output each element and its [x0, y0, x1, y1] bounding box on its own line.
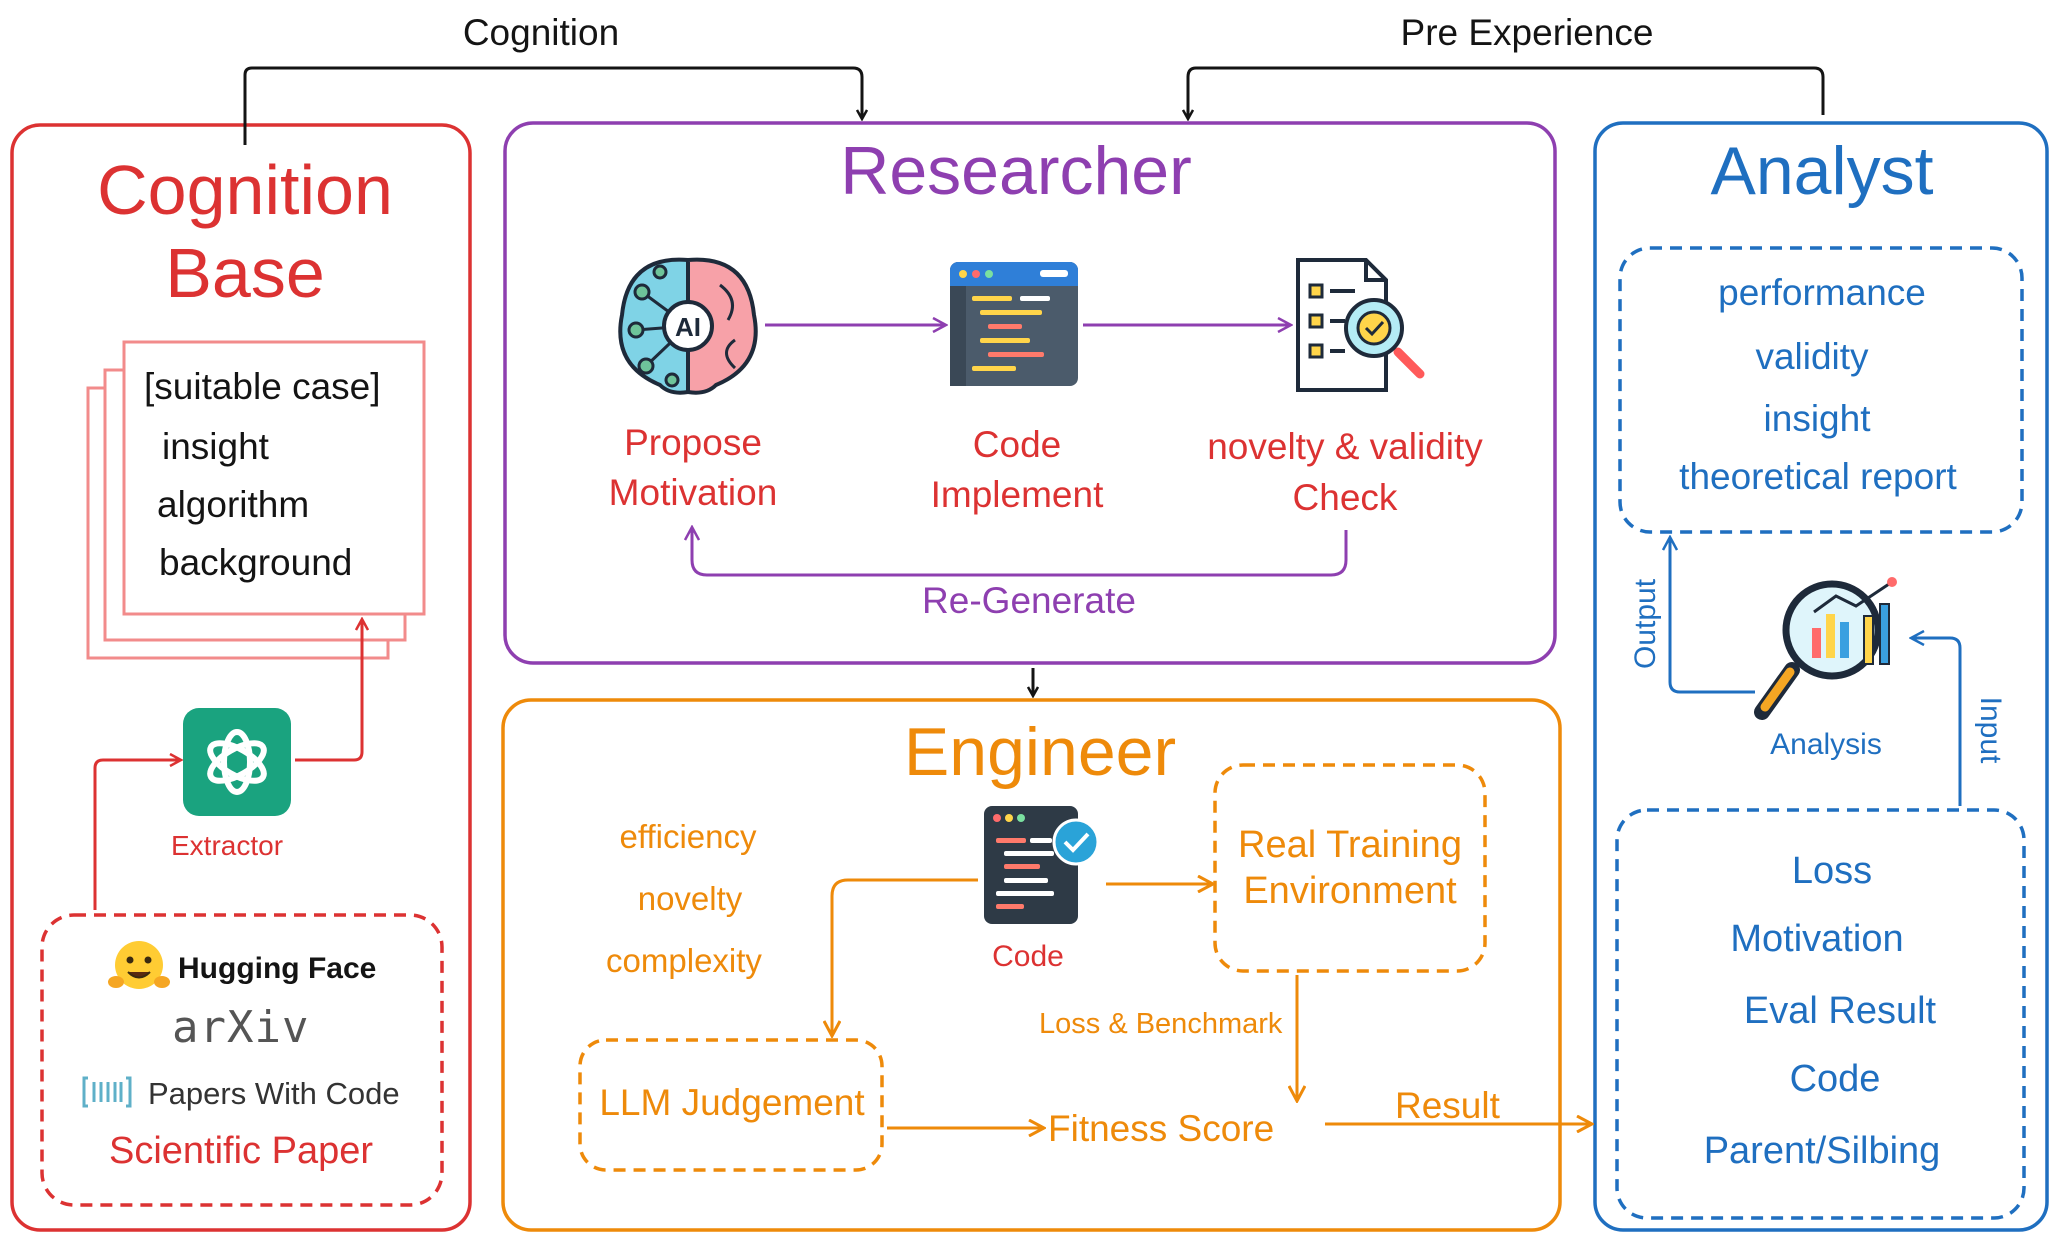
- analyst-output-box: [1618, 246, 2024, 534]
- engineer-code-label: Code: [992, 940, 1064, 973]
- llm-judgement-box: [578, 1038, 884, 1172]
- real-training-environment-line2: Environment: [1243, 870, 1457, 912]
- output-theoretical-report: theoretical report: [1679, 456, 1957, 497]
- hugging-face-icon: [108, 941, 170, 989]
- pre-experience-arrow-label: Pre Experience: [1400, 12, 1654, 53]
- cognition-base-panel: [10, 123, 472, 1232]
- input-parent-sibling: Parent/Silbing: [1703, 1130, 1941, 1172]
- code-implement-line1: Code: [972, 424, 1062, 465]
- researcher-title: Researcher: [840, 133, 1192, 209]
- cognition-arrow-label: Cognition: [462, 12, 620, 53]
- papers-with-code-label: Papers With Code: [148, 1076, 400, 1111]
- code-window-icon: [950, 262, 1078, 386]
- openai-extractor-icon: [183, 708, 291, 816]
- knowledge-card-stack: [86, 340, 426, 660]
- pre-experience-arrow: [1188, 66, 1825, 118]
- cognition-arrow: [243, 66, 862, 145]
- loss-benchmark-label: Loss & Benchmark: [1039, 1008, 1283, 1040]
- real-training-environment-line1: Real Training: [1238, 824, 1462, 866]
- engineer-panel: [501, 698, 1562, 1232]
- input-motivation: Motivation: [1730, 918, 1904, 960]
- extractor-label: Extractor: [170, 830, 284, 861]
- document-check-icon: [1296, 258, 1425, 392]
- output-arrow-label: Output: [1629, 578, 1662, 670]
- analysis-output-arrow: [1670, 538, 1755, 694]
- novelty-validity-check-line2: Check: [1292, 477, 1398, 518]
- papers-with-code-icon: [82, 1076, 132, 1108]
- arxiv-logo: arXiv: [172, 1002, 310, 1053]
- output-validity: validity: [1755, 336, 1869, 377]
- propose-motivation-line2: Motivation: [608, 472, 778, 513]
- card-line-suitable-case: [suitable case]: [144, 366, 381, 407]
- engineer-title: Engineer: [903, 714, 1177, 790]
- cognition-base-title-line2: Base: [165, 234, 325, 312]
- analyst-panel: [1593, 121, 2049, 1232]
- extractor-to-card-arrow: [295, 620, 362, 762]
- hugging-face-label: Hugging Face: [178, 952, 377, 985]
- paper-to-extractor-arrow: [93, 760, 180, 910]
- analysis-label: Analysis: [1770, 728, 1882, 761]
- regenerate-label: Re-Generate: [922, 580, 1136, 621]
- input-eval-result: Eval Result: [1743, 990, 1937, 1032]
- result-label: Result: [1395, 1085, 1500, 1126]
- regenerate-loop-arrow: [692, 528, 1348, 577]
- output-insight: insight: [1763, 398, 1871, 439]
- criterion-novelty: novelty: [637, 880, 743, 917]
- code-implement-line2: Implement: [930, 474, 1104, 515]
- code-check-icon: [984, 806, 1100, 924]
- analyst-title: Analyst: [1710, 133, 1934, 209]
- scientific-paper-label: Scientific Paper: [108, 1130, 374, 1172]
- code-to-judgement-arrow: [832, 878, 978, 1035]
- card-line-insight: insight: [162, 426, 269, 467]
- svg-text:AI: AI: [675, 312, 701, 342]
- input-code: Code: [1789, 1058, 1881, 1100]
- fitness-score-label: Fitness Score: [1048, 1108, 1275, 1149]
- criterion-efficiency: efficiency: [619, 818, 757, 855]
- criterion-complexity: complexity: [606, 942, 762, 979]
- researcher-panel: [503, 121, 1557, 665]
- llm-judgement-label: LLM Judgement: [599, 1082, 865, 1123]
- analysis-input-arrow: [1912, 638, 1962, 806]
- input-arrow-label: Input: [1974, 696, 2007, 764]
- input-loss: Loss: [1791, 850, 1873, 892]
- analysis-magnifier-icon: [1754, 577, 1897, 720]
- card-line-background: background: [159, 542, 353, 583]
- real-training-environment-box: [1213, 763, 1487, 973]
- cognition-base-title-line1: Cognition: [97, 151, 393, 229]
- novelty-validity-check-line1: novelty & validity: [1207, 426, 1483, 467]
- analyst-input-box: [1615, 808, 2026, 1220]
- card-line-algorithm: algorithm: [157, 484, 310, 525]
- propose-motivation-line1: Propose: [624, 422, 762, 463]
- output-performance: performance: [1718, 272, 1926, 313]
- scientific-paper-box: [40, 913, 444, 1207]
- ai-brain-icon: AI: [618, 257, 758, 395]
